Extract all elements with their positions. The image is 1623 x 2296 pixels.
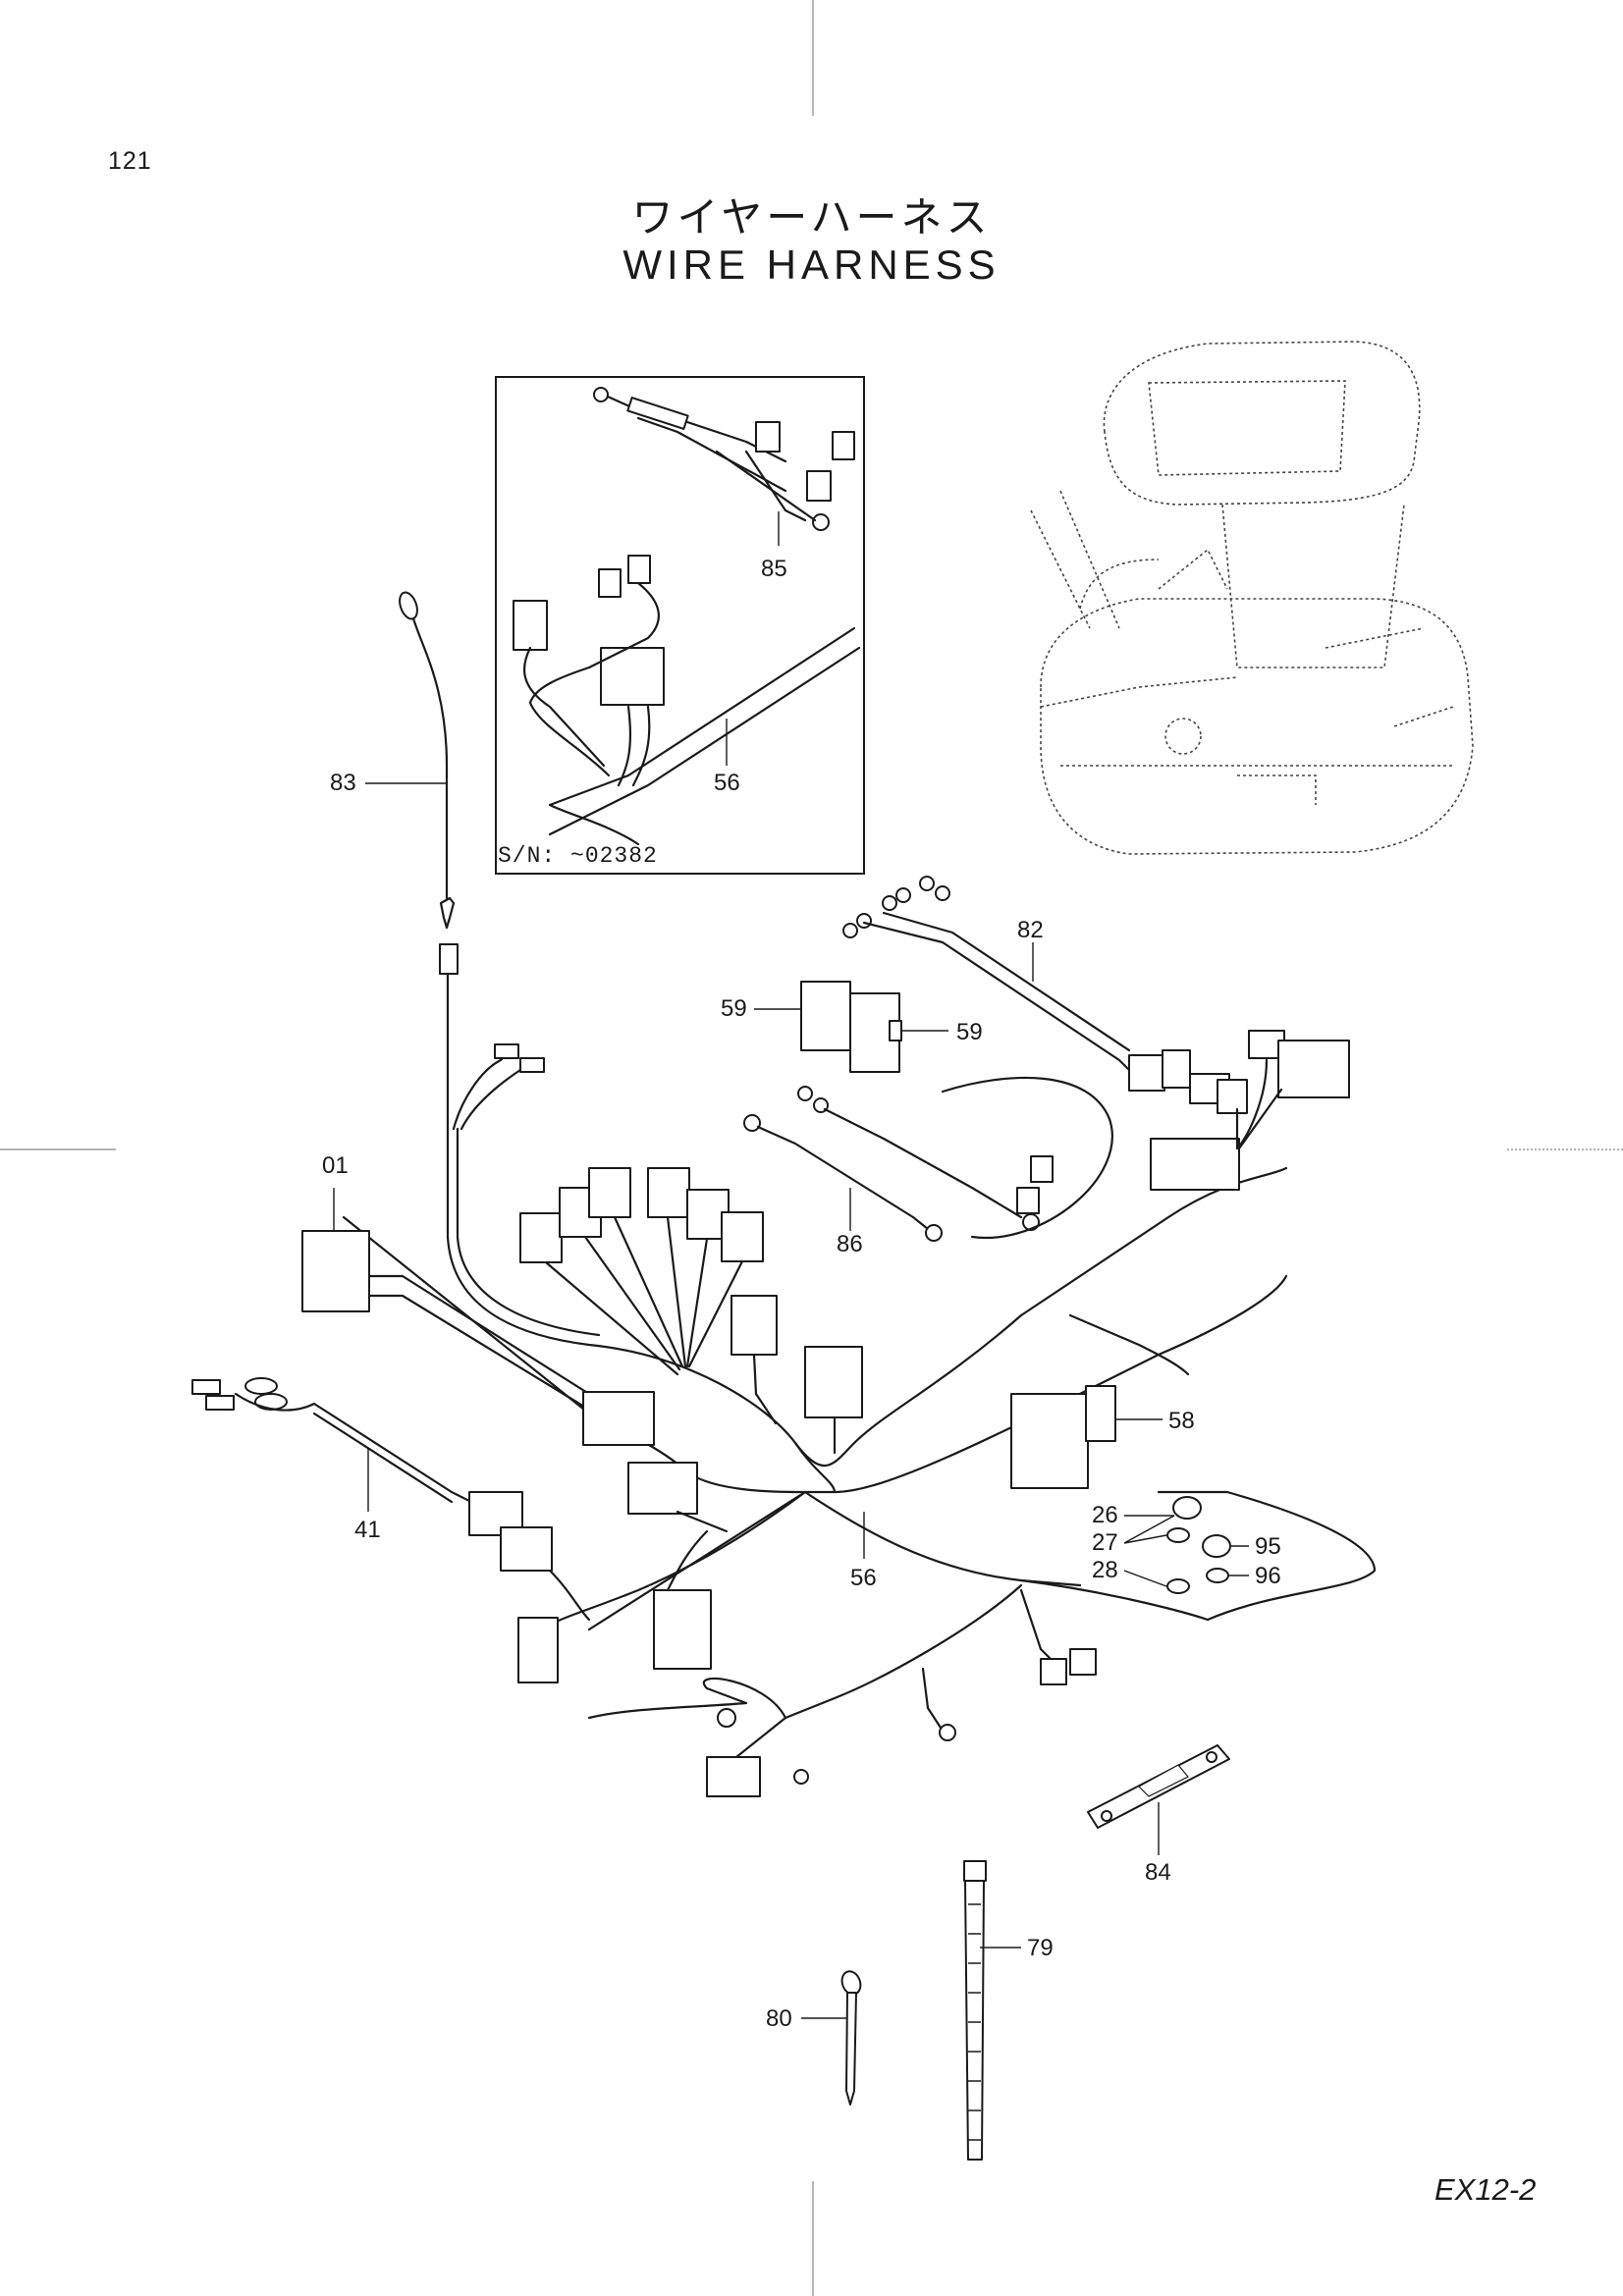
callout-28: 28 [1092, 1557, 1118, 1583]
document-code: EX12-2 [1434, 2172, 1537, 2207]
callout-95: 95 [1255, 1533, 1281, 1560]
callout-27: 27 [1092, 1529, 1118, 1556]
lower-left-connectors [627, 1462, 729, 1670]
callout-79: 79 [1027, 1935, 1054, 1961]
callout-56: 56 [850, 1565, 877, 1591]
callout-83: 83 [330, 770, 356, 796]
callout-80: 80 [766, 2005, 792, 2032]
callout-59a: 59 [721, 995, 747, 1022]
callout-82: 82 [1017, 917, 1044, 943]
machine-outline [1030, 341, 1474, 855]
connector-cluster-middle [519, 1167, 863, 1455]
part-86-cable [743, 1114, 943, 1242]
callout-01: 01 [322, 1152, 349, 1179]
callout-59b: 59 [956, 1019, 983, 1045]
callout-41: 41 [354, 1517, 381, 1543]
inset-harness-85 [593, 387, 855, 531]
main-harness-56 [342, 1127, 1377, 1720]
callout-56-inset: 56 [714, 770, 740, 796]
serial-number-note: S/N: ~02382 [498, 843, 658, 869]
part-84-plate [1087, 1744, 1230, 1829]
callout-26: 26 [1092, 1502, 1118, 1528]
part-59-relays [800, 981, 902, 1073]
leader-28 [1123, 1570, 1167, 1587]
fasteners [1166, 1496, 1231, 1594]
page-title-en: WIRE HARNESS [622, 241, 1001, 288]
part-58-relay [1010, 1385, 1116, 1489]
part-80-pin [840, 1970, 862, 2106]
inset-harness-56 [513, 555, 861, 846]
inset-frame [495, 376, 865, 875]
callout-84: 84 [1145, 1859, 1171, 1886]
page-title-jp: ワイヤーハーネス [631, 193, 992, 241]
page-number: 121 [108, 147, 152, 175]
part-41-harness [191, 1377, 591, 1683]
callout-85: 85 [761, 556, 787, 582]
callout-96: 96 [1255, 1563, 1281, 1589]
lower-harness-branch [587, 1588, 1097, 1797]
part-01-connector [301, 1230, 655, 1446]
leader-27 [1123, 1515, 1175, 1544]
part-82-harness [842, 876, 1191, 1092]
callout-86: 86 [837, 1231, 863, 1257]
callout-58: 58 [1168, 1408, 1195, 1434]
part-83-cable [399, 591, 545, 1131]
harness-85-main [797, 1076, 1113, 1240]
part-79-cable-tie [963, 1860, 987, 2161]
right-connector-group [1150, 1030, 1350, 1191]
